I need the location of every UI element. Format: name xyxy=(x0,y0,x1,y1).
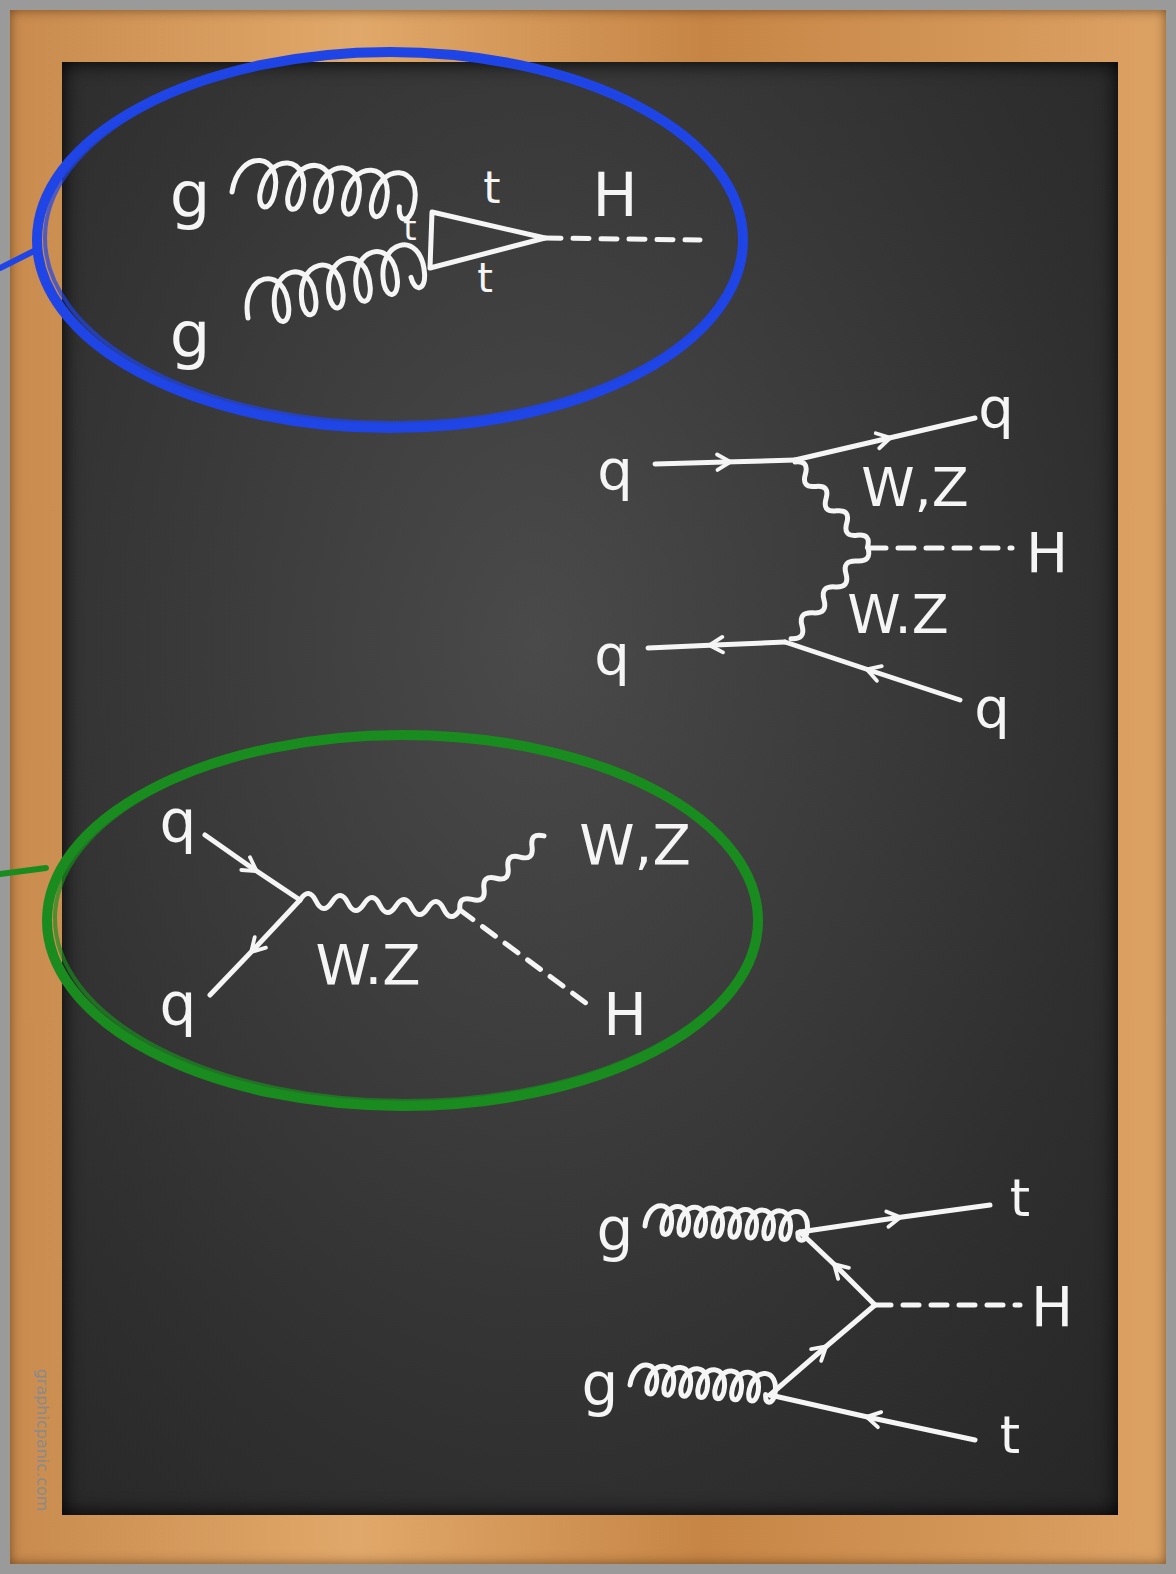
watermark: graphicpanic.com xyxy=(34,1369,50,1512)
chalk-label: q xyxy=(597,442,633,498)
chalk-label: t xyxy=(1000,1409,1020,1461)
chalk-label: g xyxy=(597,1201,634,1259)
chalk-label: g xyxy=(170,303,211,367)
chalkboard xyxy=(62,62,1118,1515)
chalk-label: H xyxy=(1031,1279,1073,1335)
chalk-label: t xyxy=(1010,1172,1030,1224)
ellipse-outline xyxy=(40,728,765,1113)
chalk-label: H xyxy=(1026,525,1068,581)
highlight-ellipse: qW,ZW.ZqH xyxy=(40,728,765,1113)
chalk-label: W.Z xyxy=(847,588,948,642)
chalk-label: q xyxy=(594,627,630,683)
chalk-label: q xyxy=(974,680,1010,736)
chalk-label: H xyxy=(603,986,647,1044)
highlight-ellipse: g t Ht t g xyxy=(30,45,750,435)
chalk-label: t xyxy=(483,166,500,210)
chalk-label: t xyxy=(403,211,416,245)
chalk-label: W,Z xyxy=(579,817,691,873)
chalk-label: W.Z xyxy=(315,937,420,993)
chalk-label: t xyxy=(477,258,493,298)
chalk-label: g xyxy=(582,1356,619,1414)
chalk-label: W,Z xyxy=(861,461,969,515)
chalk-label: H xyxy=(592,165,637,225)
ellipse-outline xyxy=(30,45,750,435)
chalk-label: q xyxy=(160,976,197,1034)
chalk-label: q xyxy=(160,793,197,851)
chalk-label: q xyxy=(978,380,1014,436)
chalk-label: g xyxy=(170,163,211,227)
